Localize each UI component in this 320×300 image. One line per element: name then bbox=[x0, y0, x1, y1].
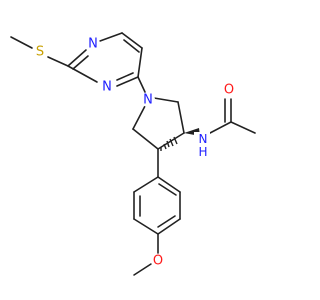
bond-ph-c3-c4 bbox=[157, 218, 181, 235]
bond-npyr-ch2a bbox=[153, 97, 179, 103]
bond-c6-c5-double bbox=[123, 39, 140, 53]
bond-c2-n1-double bbox=[72, 55, 89, 70]
sulfur-atom: S bbox=[36, 45, 44, 60]
methoxy-oxygen: O bbox=[153, 254, 163, 269]
bond-ch2a-c3 bbox=[177, 101, 185, 134]
bond-c4-npyr bbox=[137, 76, 146, 93]
bond-c2-n1 bbox=[67, 49, 87, 67]
bond-o-methyl bbox=[133, 263, 152, 276]
bond-c4-n3 bbox=[116, 76, 139, 87]
carbonyl-oxygen: O bbox=[224, 83, 234, 98]
bond-ph-c4-c5 bbox=[133, 218, 159, 235]
bonds bbox=[10, 32, 256, 276]
pyrimidine-nitrogen-1: N bbox=[88, 37, 98, 52]
bond-ph-c6-c1 bbox=[133, 176, 159, 193]
bond-n3-c2 bbox=[67, 65, 98, 83]
bond-ph-c3-c4-double bbox=[157, 215, 176, 228]
pyrrolidine-nitrogen: N bbox=[143, 93, 153, 108]
bond-nh-c bbox=[209, 121, 232, 134]
pyrimidine-nitrogen-3: N bbox=[102, 80, 112, 95]
bond-c4-n3-double bbox=[116, 72, 134, 81]
bond-c4-ch2b bbox=[132, 128, 159, 150]
bond-n1-c6 bbox=[99, 32, 123, 42]
bond-c6-c5 bbox=[121, 32, 143, 49]
bond-ch2b-npyr bbox=[132, 105, 146, 130]
bond-c5-c4 bbox=[137, 47, 143, 78]
bond-ph-c1-c2-double bbox=[158, 183, 177, 196]
bond-methyl-s bbox=[10, 36, 33, 49]
bond-c-methyl bbox=[230, 121, 256, 134]
stereo-hash-bond bbox=[160, 136, 178, 151]
bond-ph-c1-c2 bbox=[157, 176, 181, 193]
bond-s-c2 bbox=[47, 56, 69, 67]
